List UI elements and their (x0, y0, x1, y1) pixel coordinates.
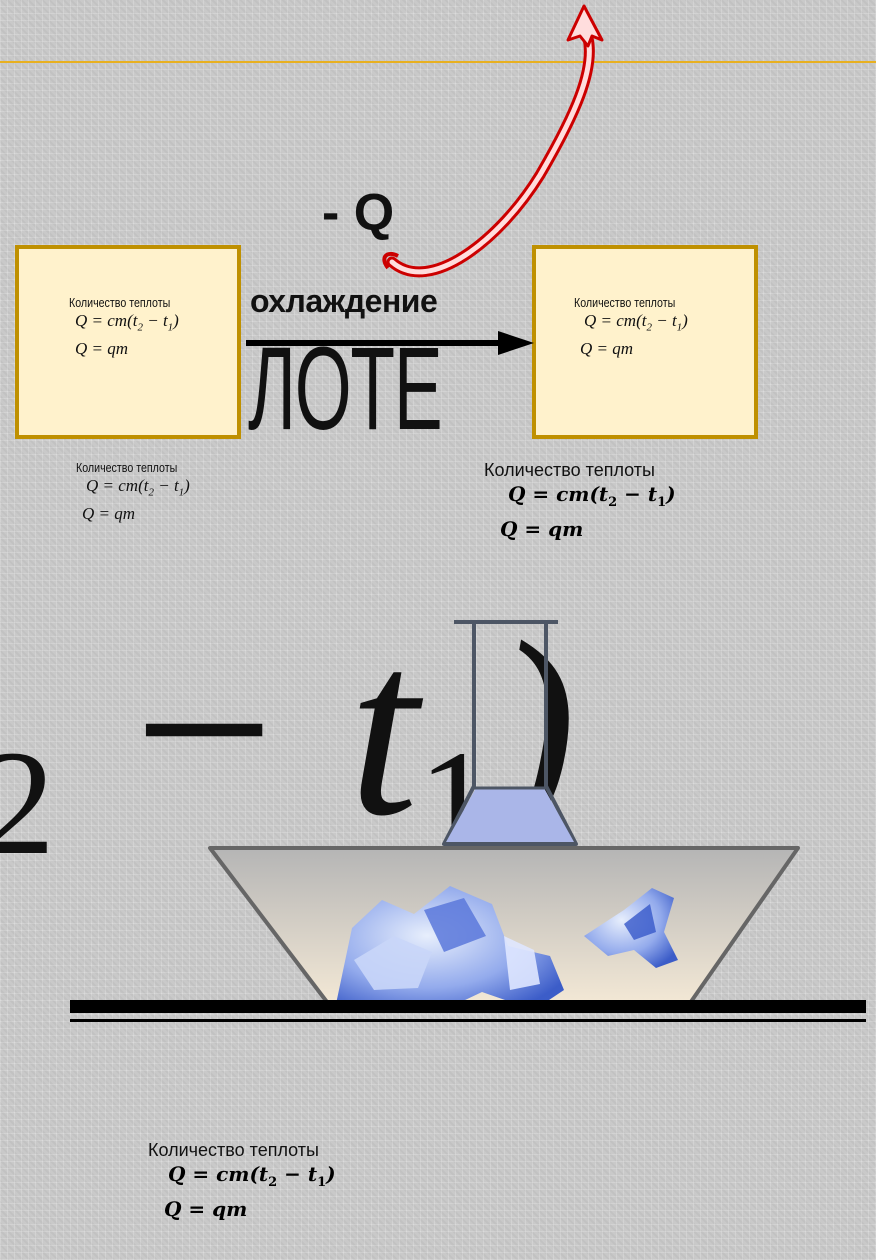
formula-title: Количество теплоты (574, 295, 676, 310)
formula-combustion: Q = qm (164, 1197, 248, 1221)
process-label: охлаждение (250, 283, 438, 319)
formula-heat: Q = cm(t2 − t1) (584, 311, 688, 334)
right-arrow-icon (246, 331, 534, 355)
heat-label: - Q (322, 184, 395, 242)
formula-combustion: Q = qm (75, 339, 129, 359)
top-rule (0, 61, 876, 63)
curved-red-arrow-icon (382, 4, 604, 278)
box-formula-left: Количество теплоты Q = cm(t2 − t1) Q = q… (69, 295, 192, 359)
final-state-box: Количество теплоты Q = cm(t2 − t1) Q = q… (532, 245, 758, 439)
table-surface (70, 1000, 866, 1013)
formula-heat: Q = cm(t2 − t1) (86, 476, 190, 499)
initial-state-box: Количество теплоты Q = cm(t2 − t1) Q = q… (15, 245, 241, 439)
formula-heat: Q = cm(t2 − t1) (168, 1162, 336, 1190)
formula-heat: Q = cm(t2 − t1) (508, 482, 676, 510)
formula-block-left: Количество теплоты Q = cm(t2 − t1) Q = q… (76, 460, 199, 524)
box-formula-right: Количество теплоты Q = cm(t2 − t1) Q = q… (574, 295, 697, 359)
background-formula: 2 − t1) (0, 591, 577, 886)
table-edge (70, 1019, 866, 1022)
formula-title: Количество теплоты (148, 1140, 319, 1160)
formula-block-right: Количество теплоты Q = cm(t2 − t1) Q = q… (484, 460, 676, 542)
formula-combustion: Q = qm (500, 517, 584, 541)
formula-title: Количество теплоты (484, 460, 655, 480)
ice-bath-icon (208, 846, 800, 1010)
formula-heat: Q = cm(t2 − t1) (75, 311, 179, 334)
formula-title: Количество теплоты (76, 460, 178, 475)
formula-combustion: Q = qm (82, 504, 136, 524)
formula-title: Количество теплоты (69, 295, 171, 310)
formula-combustion: Q = qm (580, 339, 634, 359)
test-tube-icon (442, 620, 578, 846)
background-word: ЛОТЕ (248, 323, 443, 455)
formula-block-bottom: Количество теплоты Q = cm(t2 − t1) Q = q… (148, 1140, 336, 1222)
